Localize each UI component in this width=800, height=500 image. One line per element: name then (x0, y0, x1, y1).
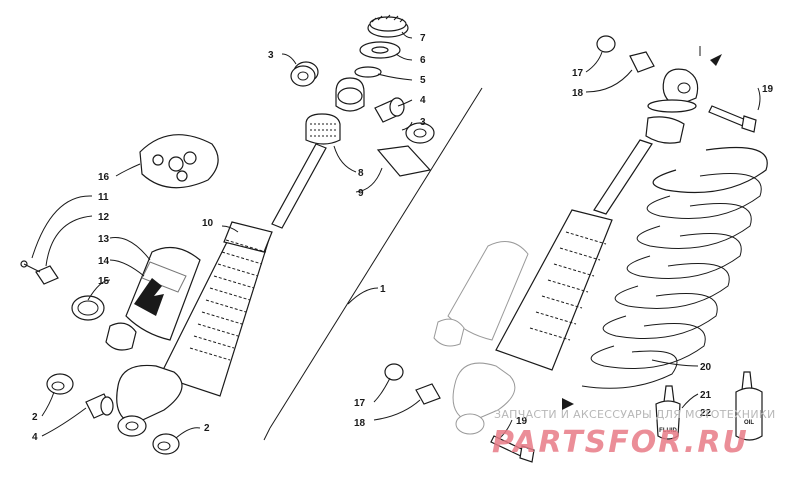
callout-4-bottom: 4 (32, 432, 38, 443)
callout-10: 10 (202, 218, 214, 229)
callout-18-bottom: 18 (354, 418, 366, 429)
part-21-fluid-bottle: FLUID (655, 385, 681, 440)
callout-2-left: 2 (32, 412, 38, 423)
callout-6: 6 (420, 55, 426, 66)
callout-20: 20 (700, 362, 712, 373)
part-2-bushing-upper (46, 373, 74, 395)
callout-1: 1 (380, 284, 386, 295)
right-reservoir-ghost (433, 241, 529, 347)
callout-18-top: 18 (572, 88, 584, 99)
part-22-oil-bottle: OIL (735, 371, 763, 441)
callout-4-top: 4 (420, 95, 426, 106)
spring-seat-top (647, 99, 697, 113)
part-18-sleeve-bottom (415, 383, 441, 405)
part-19-bolt-top (708, 105, 757, 133)
leader-lines (31, 31, 761, 439)
oil-label: OIL (744, 420, 754, 426)
part-7-cap (367, 14, 409, 38)
part-20-coil-spring (581, 146, 768, 389)
part-17-bushing-bottom (384, 363, 404, 381)
callout-11: 11 (98, 192, 109, 203)
watermark-logo: PARTSFOR.RU (492, 425, 749, 458)
callout-9: 9 (358, 188, 364, 199)
part-12-cap (23, 263, 59, 285)
part-15-oring (71, 295, 105, 321)
callout-5: 5 (420, 75, 426, 86)
watermark-logo-text: PARTSFOR.RU (492, 425, 749, 458)
part-5-ring (354, 66, 382, 78)
part-17-bushing-top (596, 35, 616, 53)
callout-7: 7 (420, 33, 426, 44)
part-4-sleeve-lower (85, 393, 114, 419)
right-shaft (593, 139, 653, 215)
right-bumper (645, 116, 685, 144)
callout-22: 22 (700, 408, 712, 419)
watermark-text: ЗАПЧАСТИ И АКСЕССУАРЫ ДЛЯ МОТОТЕХНИКИ (494, 408, 776, 421)
upper-eyelet (335, 77, 365, 112)
right-shock-assembly: FLUID OIL (384, 35, 768, 463)
part-2-bushing-lower (152, 433, 180, 455)
part-3-bushing (290, 61, 319, 87)
fluid-label: FLUID (659, 428, 677, 434)
callout-17-bottom: 17 (354, 398, 366, 409)
part-8-bumper (305, 113, 341, 145)
part-18-sleeve-top (629, 51, 655, 73)
callout-16: 16 (98, 172, 110, 183)
callout-19-top: 19 (762, 84, 774, 95)
shock-body (159, 221, 273, 397)
callout-21: 21 (700, 390, 712, 401)
right-body (495, 209, 613, 371)
callout-2-right: 2 (204, 423, 210, 434)
shock-shaft (271, 143, 327, 229)
callout-17-top: 17 (572, 68, 584, 79)
arrow-icon-bottom (562, 398, 574, 410)
callout-3-left: 3 (268, 50, 274, 61)
divider-lines (263, 87, 483, 441)
part-4-sleeve (374, 97, 405, 123)
part-3-bushing-right (405, 122, 435, 144)
lower-clevis (116, 364, 183, 437)
callout-8: 8 (358, 168, 364, 179)
callout-19-bottom: 19 (516, 416, 528, 427)
right-clevis (452, 362, 516, 435)
part-16-gasket (139, 134, 219, 189)
part-9-plate (376, 145, 432, 177)
part-6-washer (359, 41, 401, 59)
callout-3-right: 3 (420, 117, 426, 128)
reservoir (105, 246, 201, 351)
part-19-bolt-bottom (490, 435, 535, 463)
arrow-icon-top (699, 46, 722, 66)
callout-15: 15 (98, 276, 110, 287)
upper-mount (662, 68, 699, 107)
callout-13: 13 (98, 234, 110, 245)
callout-numbers: 7 6 5 3 4 3 8 9 10 16 11 12 13 14 15 2 4… (32, 33, 774, 443)
callout-12: 12 (98, 212, 110, 223)
callout-14: 14 (98, 256, 110, 267)
left-shock-assembly (20, 14, 435, 455)
